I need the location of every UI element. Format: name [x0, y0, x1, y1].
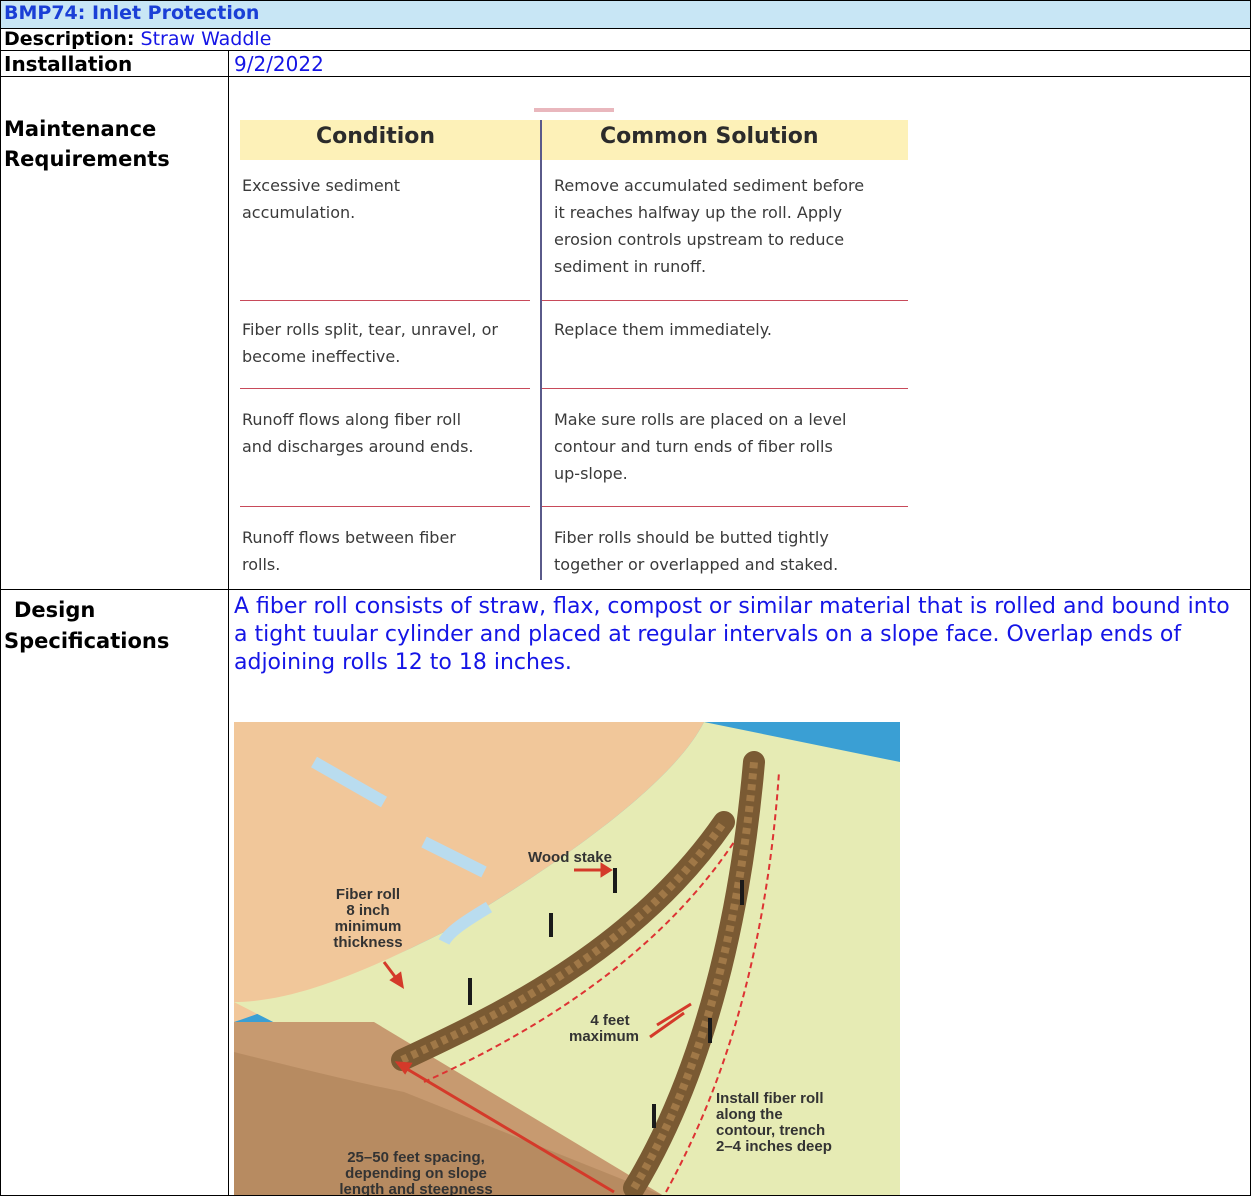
row1-solution-line4: sediment in runoff. — [554, 257, 707, 276]
fiber-roll-label-3: minimum — [335, 918, 402, 935]
bmp-title: BMP74: Inlet Protection — [4, 2, 260, 24]
row1-condition-line1: Excessive sediment — [242, 176, 401, 195]
spacing-label-3: length and steepness — [339, 1181, 492, 1196]
row1-solution-line1: Remove accumulated sediment before — [554, 176, 865, 195]
wood-stakes — [468, 868, 744, 1128]
red-arrows — [382, 862, 692, 1194]
fiber-roll-2-texture — [630, 761, 758, 1191]
row4-condition-line1: Runoff flows between fiber — [242, 528, 456, 547]
grid-line — [0, 589, 1251, 590]
row-separator — [542, 506, 908, 507]
grid-line — [0, 0, 1251, 1]
row1-solution-line3: erosion controls upstream to reduce — [554, 230, 845, 249]
row4-solution-line2: together or overlapped and staked. — [554, 555, 839, 574]
maintenance-label-1: Maintenance — [4, 117, 157, 141]
grid-line — [0, 28, 1251, 29]
grid-line — [0, 50, 1251, 51]
grid-line — [228, 50, 229, 1196]
maintenance-label-2: Requirements — [4, 147, 170, 171]
header-row: BMP74: Inlet Protection — [0, 0, 1251, 28]
row2-solution-line1: Replace them immediately. — [554, 320, 773, 339]
fiber-roll-figure: Wood stake Fiber roll 8 inch minimum thi… — [234, 722, 900, 1196]
row2-condition-line1: Fiber rolls split, tear, unravel, or — [242, 320, 498, 339]
row3-condition-line2: and discharges around ends. — [242, 437, 474, 456]
maintenance-table: Condition Common Solution Excessive sedi… — [234, 108, 910, 582]
condition-header: Condition — [316, 124, 436, 149]
design-label-2: Specifications — [4, 629, 170, 653]
row4-solution-line1: Fiber rolls should be butted tightly — [554, 528, 829, 547]
install-label-3: contour, trench — [716, 1122, 825, 1139]
design-text: A fiber roll consists of straw, flax, co… — [234, 594, 1230, 675]
row-separator — [542, 388, 908, 389]
row1-solution-line2: it reaches halfway up the roll. Apply — [554, 203, 843, 222]
wood-stake-label: Wood stake — [528, 849, 612, 866]
install-label-4: 2–4 inches deep — [716, 1138, 832, 1155]
fiber-roll-1-texture — [400, 819, 728, 1064]
fiber-roll-label-1: Fiber roll — [336, 886, 400, 903]
table-top-mark — [534, 108, 614, 112]
installation-value: 9/2/2022 — [234, 52, 324, 76]
row1-condition-line2: accumulation. — [242, 203, 356, 222]
row3-solution-line1: Make sure rolls are placed on a level — [554, 410, 847, 429]
spacing-label-1: 25–50 feet spacing, — [347, 1149, 485, 1166]
row3-solution-line3: up-slope. — [554, 464, 628, 483]
description-value: Straw Waddle — [140, 28, 272, 50]
row3-solution-line2: contour and turn ends of fiber rolls — [554, 437, 833, 456]
foreground-soil — [234, 1052, 664, 1196]
row-separator — [240, 300, 530, 301]
max-spacing-label-1: 4 feet — [590, 1012, 629, 1029]
design-label-1: Design — [14, 598, 96, 622]
flow-arrow-2 — [421, 836, 487, 878]
column-divider — [540, 120, 542, 580]
description-row: Description: Straw Waddle — [0, 28, 1251, 50]
description-label: Description: — [4, 28, 135, 50]
row2-condition-line2: become ineffective. — [242, 347, 401, 366]
row-separator — [240, 388, 530, 389]
installation-label: Installation — [4, 52, 133, 76]
upper-sand — [234, 722, 704, 1022]
solution-header: Common Solution — [600, 124, 819, 149]
row4-condition-line2: rolls. — [242, 555, 281, 574]
grid-line — [0, 76, 1251, 77]
fiber-roll-label-4: thickness — [333, 934, 402, 951]
flow-arrow-3 — [438, 901, 493, 946]
max-spacing-label-2: maximum — [569, 1028, 639, 1045]
grid-line — [0, 0, 1, 1196]
trench-line-2 — [665, 771, 780, 1193]
row3-condition-line1: Runoff flows along fiber roll — [242, 410, 462, 429]
flow-arrow-1 — [311, 756, 387, 808]
row-separator — [240, 506, 530, 507]
install-label-2: along the — [716, 1106, 783, 1123]
fiber-roll-label-2: 8 inch — [346, 902, 389, 919]
spacing-label-2: depending on slope — [345, 1165, 487, 1182]
row-separator — [542, 300, 908, 301]
table-header-bg — [240, 120, 908, 160]
install-label-1: Install fiber roll — [716, 1090, 824, 1107]
